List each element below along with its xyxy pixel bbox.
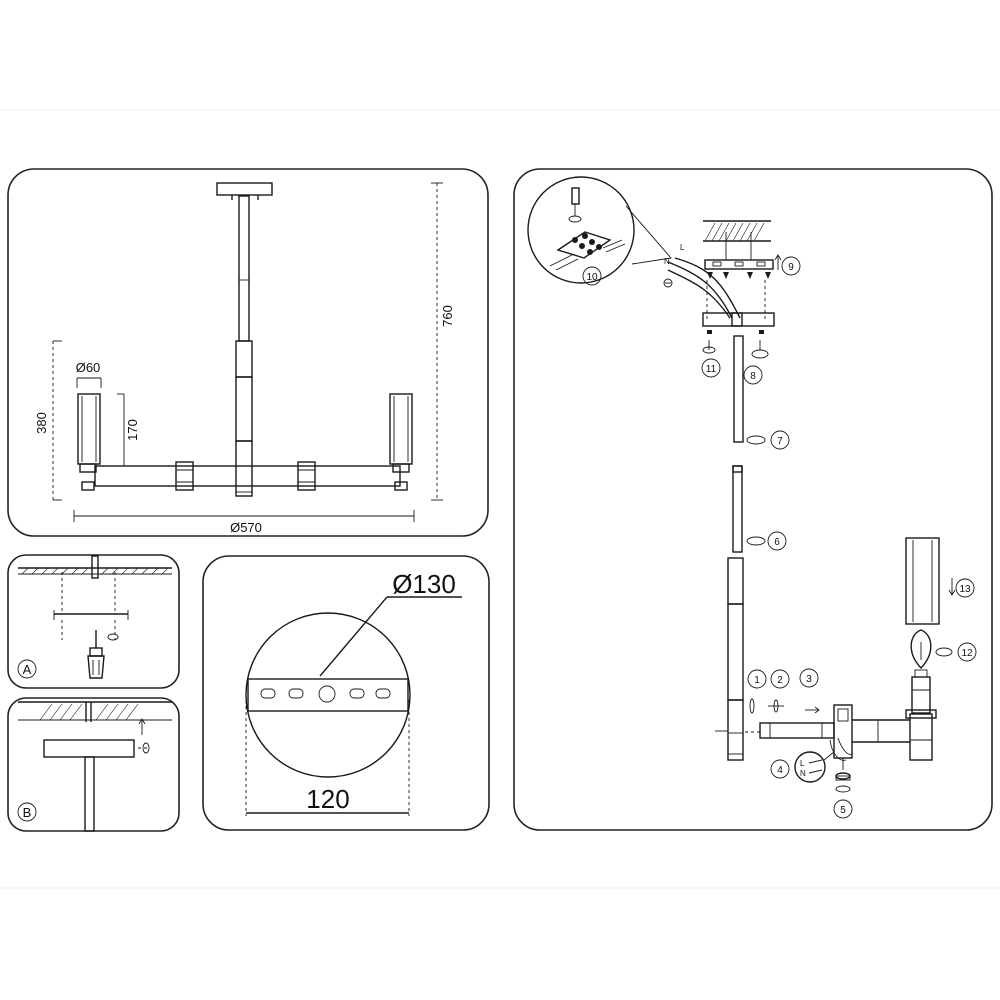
arm-connector-left bbox=[175, 461, 194, 491]
step-12-label: 12 bbox=[961, 648, 973, 659]
dimension-170: 170 bbox=[117, 393, 140, 467]
mounting-bracket bbox=[247, 678, 409, 712]
glass-shade bbox=[905, 537, 940, 625]
panel-a-label: A bbox=[23, 662, 32, 677]
terminal-block-magnifier: 10 bbox=[527, 176, 672, 286]
canopy-circle bbox=[245, 612, 411, 778]
step-7-label: 7 bbox=[777, 436, 783, 447]
step-2-label: 2 bbox=[777, 675, 783, 686]
dimension-d570: Ø570 bbox=[73, 510, 415, 535]
dim-d130-text: Ø130 bbox=[392, 569, 456, 599]
step-13-label: 13 bbox=[959, 584, 971, 595]
step-10-label: 10 bbox=[586, 272, 598, 283]
overview-panel: 760 380 Ø60 170 Ø570 bbox=[7, 168, 489, 537]
step-8-label: 8 bbox=[750, 371, 756, 382]
dimension-760: 760 bbox=[431, 182, 455, 501]
dim-120-text: 120 bbox=[306, 784, 349, 814]
dim-d570-text: Ø570 bbox=[230, 520, 262, 535]
upper-rod bbox=[733, 335, 744, 443]
panel-b-label: B bbox=[23, 805, 32, 820]
wire-l-label: L bbox=[680, 243, 685, 252]
stem-rod-b bbox=[84, 756, 95, 832]
dimension-380: 380 bbox=[34, 340, 62, 501]
left-shade bbox=[77, 393, 101, 491]
dimension-d60: Ø60 bbox=[76, 360, 102, 388]
terminal-l-label: L bbox=[800, 759, 805, 768]
assembly-panel: 10 9 bbox=[513, 168, 993, 831]
mounting-panel-a: A bbox=[7, 554, 180, 689]
screwdriver-icon bbox=[87, 630, 105, 679]
ceiling-canopy bbox=[216, 182, 273, 196]
wire-n-label: N bbox=[664, 257, 670, 266]
dim-d60-text: Ø60 bbox=[76, 360, 101, 375]
stem-rod bbox=[235, 195, 253, 497]
mounting-panel-b: B bbox=[7, 697, 180, 832]
lower-body bbox=[715, 557, 744, 761]
bulb-socket bbox=[905, 669, 937, 719]
wire-terminal-magnifier: L N bbox=[794, 751, 835, 783]
step-6-label: 6 bbox=[774, 537, 780, 548]
arm-connector-right bbox=[297, 461, 316, 491]
step-1-label: 1 bbox=[754, 675, 760, 686]
horizontal-arm bbox=[94, 461, 401, 491]
step-9-label: 9 bbox=[788, 262, 794, 273]
step-4-label: 4 bbox=[777, 765, 783, 776]
ceiling-bracket: 9 bbox=[703, 220, 801, 320]
step-3-label: 3 bbox=[806, 674, 812, 685]
bulb-icon bbox=[910, 629, 932, 670]
supply-wires: N L bbox=[663, 243, 741, 319]
canopy-detail-panel: Ø130 120 bbox=[202, 555, 490, 831]
right-shade bbox=[389, 393, 413, 491]
step-5-label: 5 bbox=[840, 805, 846, 816]
terminal-n-label: N bbox=[800, 769, 806, 778]
dim-380-text: 380 bbox=[34, 412, 49, 434]
dim-170-text: 170 bbox=[125, 419, 140, 441]
arm-assembly bbox=[745, 698, 933, 761]
dim-760-text: 760 bbox=[440, 305, 455, 327]
step-11-label: 11 bbox=[706, 364, 717, 375]
